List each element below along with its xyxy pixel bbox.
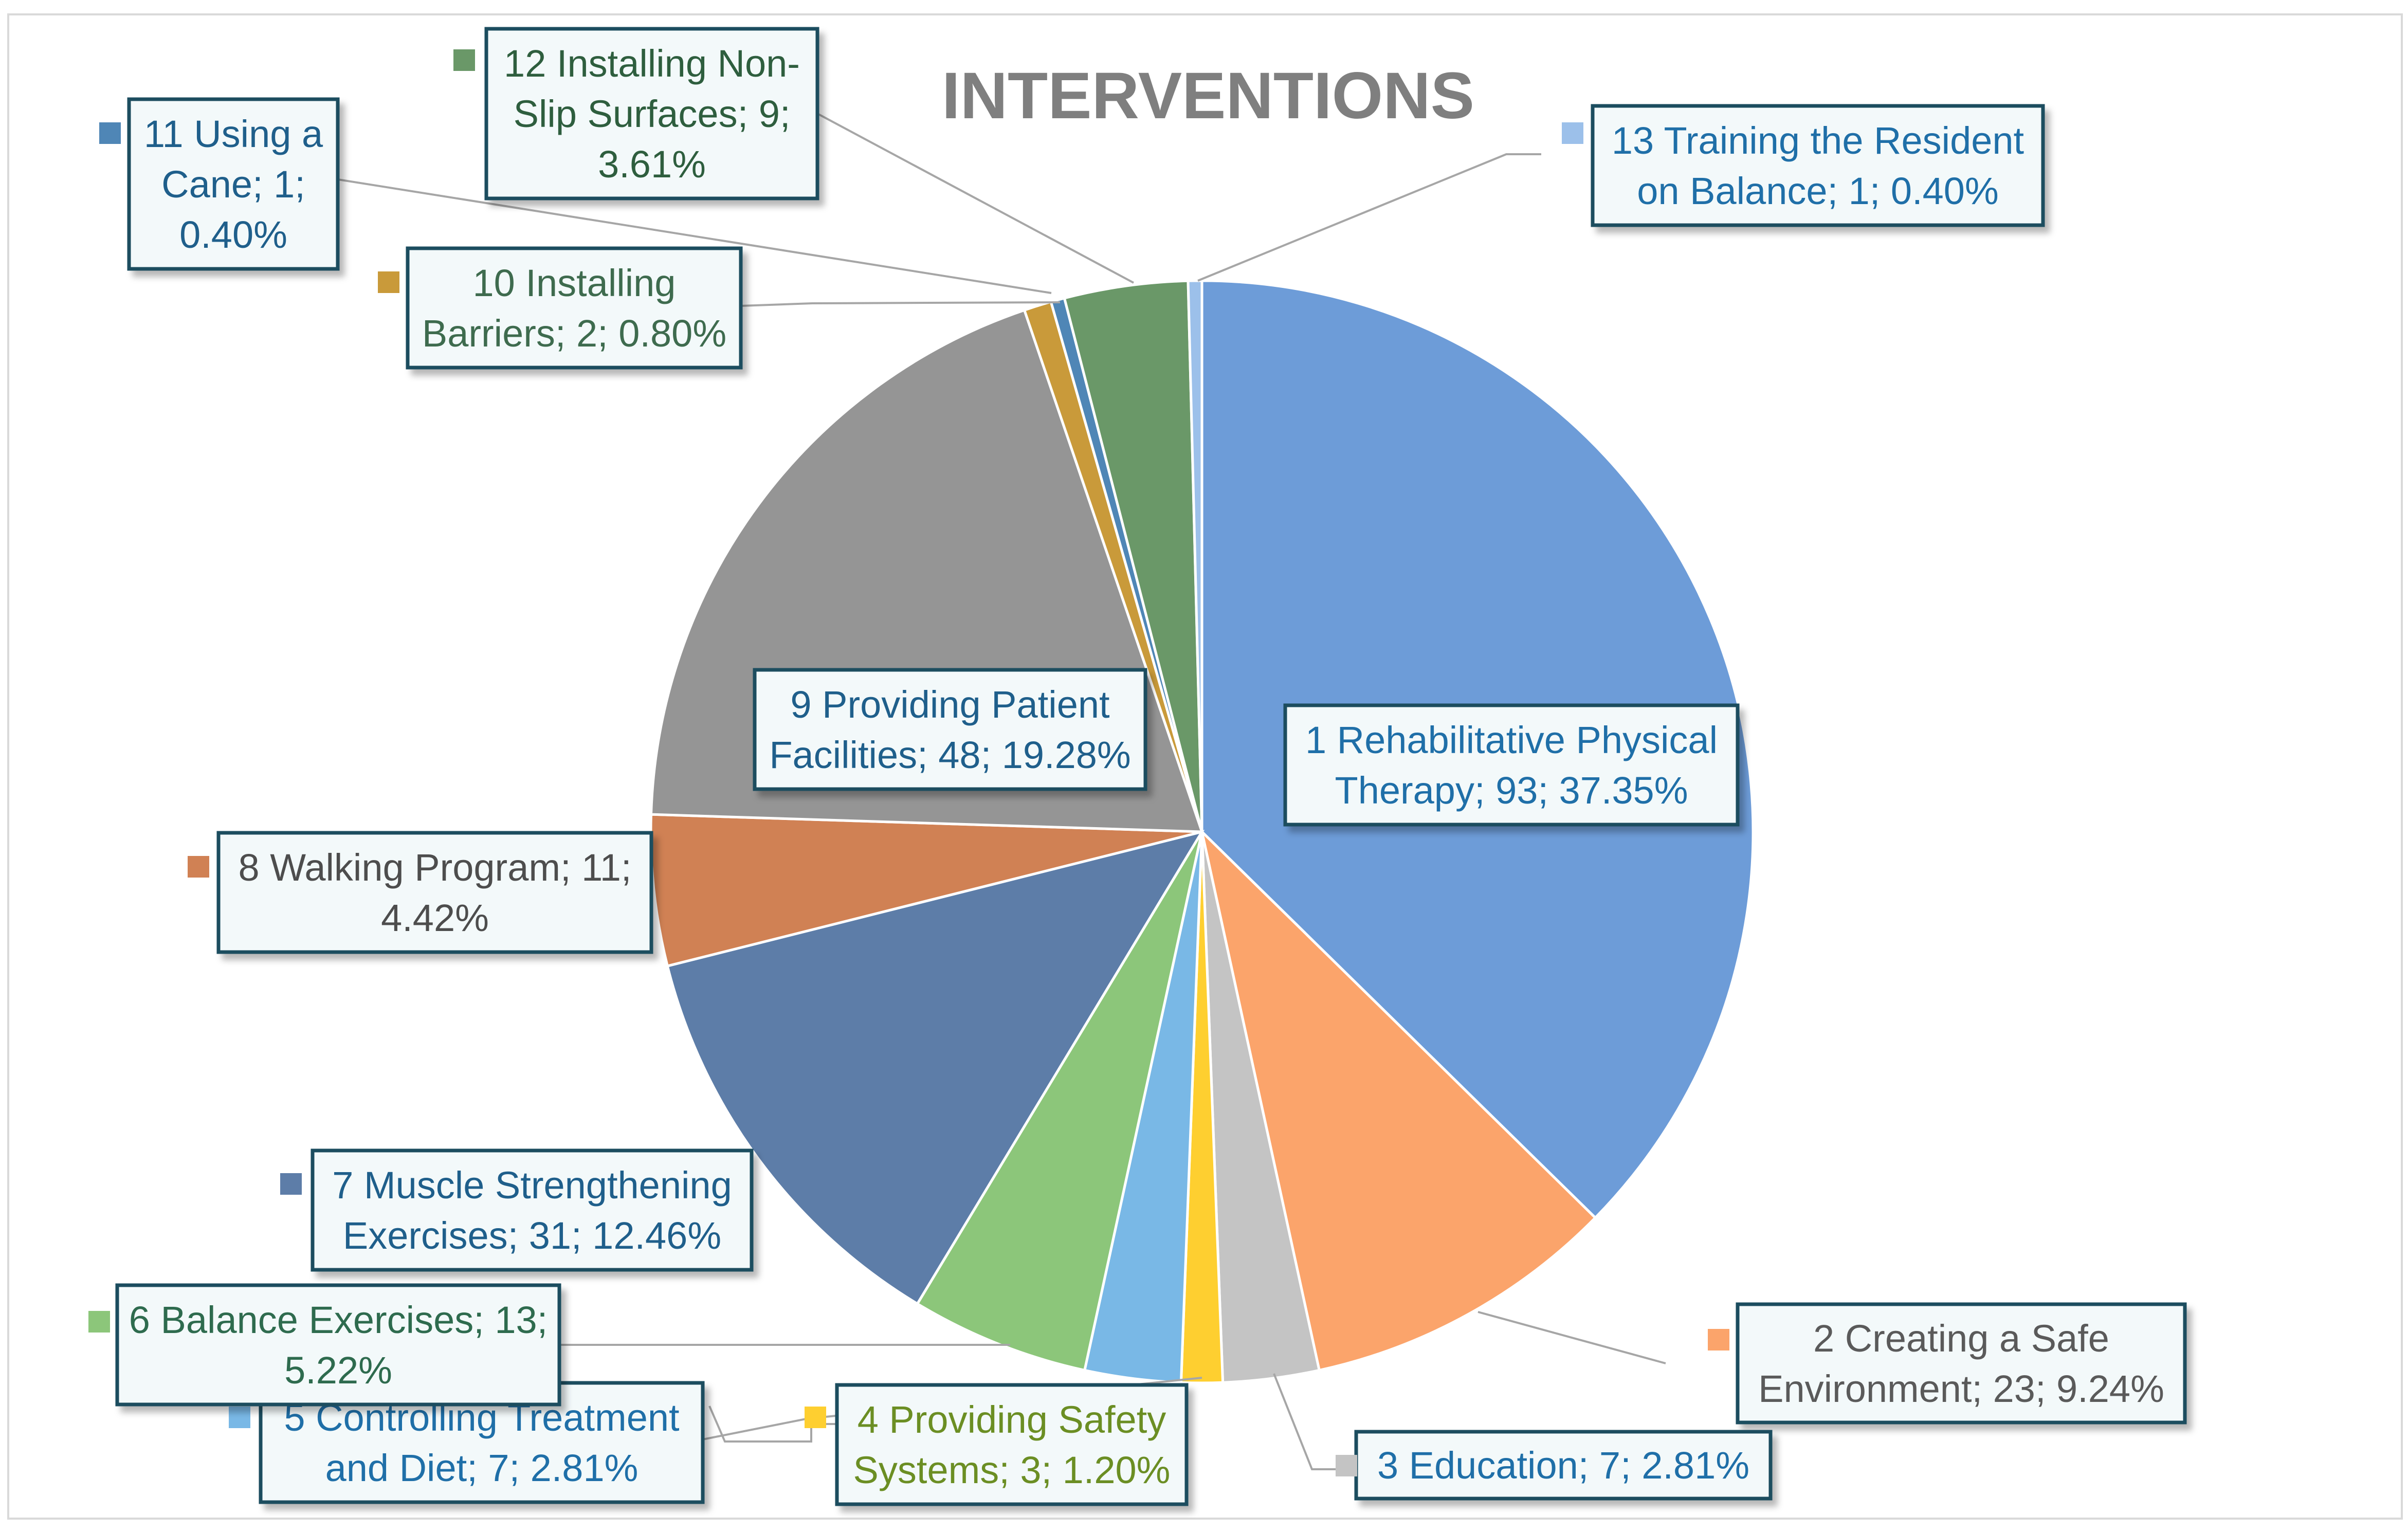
data-label-text: 10 Installing — [473, 262, 676, 304]
data-label-text: 6 Balance Exercises; 13; — [129, 1299, 548, 1341]
data-label-box — [115, 1283, 561, 1407]
data-label-11: 11 Using a Cane; 1; 0.40% — [99, 97, 340, 271]
data-label-box — [1283, 703, 1740, 827]
legend-key-icon — [188, 856, 209, 878]
legend-key-icon — [88, 1311, 110, 1333]
data-label-text: 7 Muscle Strengthening — [332, 1164, 732, 1207]
leader-line-11 — [337, 178, 1052, 294]
pie-slice-12 — [1063, 279, 1203, 832]
data-label-text: 3 Education; 7; 2.81% — [1377, 1444, 1749, 1487]
data-label-text: Systems; 3; 1.20% — [853, 1449, 1171, 1491]
pie-slice-7 — [666, 830, 1205, 1306]
legend-key-icon — [280, 1173, 302, 1195]
data-label-text: Exercises; 31; 12.46% — [343, 1214, 721, 1257]
data-label-text: 2 Creating a Safe — [1813, 1317, 2109, 1360]
data-label-text: Slip Surfaces; 9; — [514, 93, 791, 135]
data-label-text: Therapy; 93; 37.35% — [1335, 769, 1688, 812]
data-label-text: 4.42% — [381, 897, 489, 939]
pie-slice-2 — [1199, 828, 1597, 1372]
leader-line-13 — [1197, 153, 1541, 282]
pie-slices — [649, 279, 1755, 1384]
data-label-text: 8 Walking Program; 11; — [239, 846, 632, 889]
data-label-text: 11 Using a — [144, 113, 323, 155]
data-label-13: 13 Training the Resident on Balance; 1; 0… — [1562, 104, 2045, 227]
legend-key-icon — [1708, 1329, 1729, 1350]
legend-key-icon — [725, 697, 746, 718]
data-label-text: Environment; 23; 9.24% — [1758, 1367, 2164, 1410]
data-label-text: 4 Providing Safety — [858, 1398, 1166, 1441]
data-label-text: on Balance; 1; 0.40% — [1637, 170, 1999, 212]
data-label-text: 5.22% — [284, 1349, 392, 1392]
legend-key-icon — [453, 49, 475, 71]
legend-key-icon — [1562, 122, 1583, 144]
legend-key-icon — [1254, 725, 1276, 746]
data-label-box — [1354, 1430, 1773, 1501]
leader-line-2 — [1477, 1311, 1666, 1364]
pie-slice-13 — [1187, 279, 1203, 832]
data-label-box — [1591, 104, 2045, 227]
chart-title: INTERVENTIONS — [942, 59, 1474, 133]
data-label-box — [753, 668, 1147, 791]
data-label-text: Cane; 1; — [161, 163, 305, 206]
data-label-box — [311, 1148, 754, 1272]
data-label-text: 0.40% — [179, 213, 287, 256]
pie-slice-8 — [649, 813, 1202, 968]
data-label-text: Facilities; 48; 19.28% — [769, 734, 1130, 776]
leader-line-10 — [740, 301, 1061, 307]
legend-key-icon — [378, 271, 399, 293]
data-label-text: 12 Installing Non- — [504, 42, 800, 85]
data-label-text: 3.61% — [598, 143, 706, 186]
data-label-text: and Diet; 7; 2.81% — [325, 1447, 639, 1489]
legend-key-icon — [805, 1407, 826, 1428]
data-label-text: Barriers; 2; 0.80% — [422, 312, 726, 355]
leader-line-3 — [1273, 1373, 1341, 1470]
data-label-12: 12 Installing Non- Slip Surfaces; 9; 3.61% — [453, 27, 819, 200]
data-label-6: 6 Balance Exercises; 13; 5.22% — [88, 1283, 561, 1407]
data-label-3: 3 Education; 7; 2.81% — [1336, 1430, 1773, 1501]
data-label-8: 8 Walking Program; 11; 4.42% — [188, 831, 653, 954]
leader-line-12 — [817, 113, 1134, 284]
legend-key-icon — [229, 1407, 250, 1428]
data-label-text: 13 Training the Resident — [1612, 119, 2024, 162]
legend-key-icon — [99, 122, 121, 144]
data-label-box — [835, 1383, 1189, 1506]
data-label-text: 9 Providing Patient — [790, 683, 1110, 726]
legend-key-icon — [1336, 1455, 1357, 1476]
data-label-box — [127, 97, 340, 271]
data-label-box — [406, 246, 743, 370]
data-label-text: 1 Rehabilitative Physical — [1305, 719, 1718, 761]
data-label-box — [216, 831, 653, 954]
data-label-box — [1736, 1302, 2187, 1425]
data-label-box — [484, 27, 819, 200]
